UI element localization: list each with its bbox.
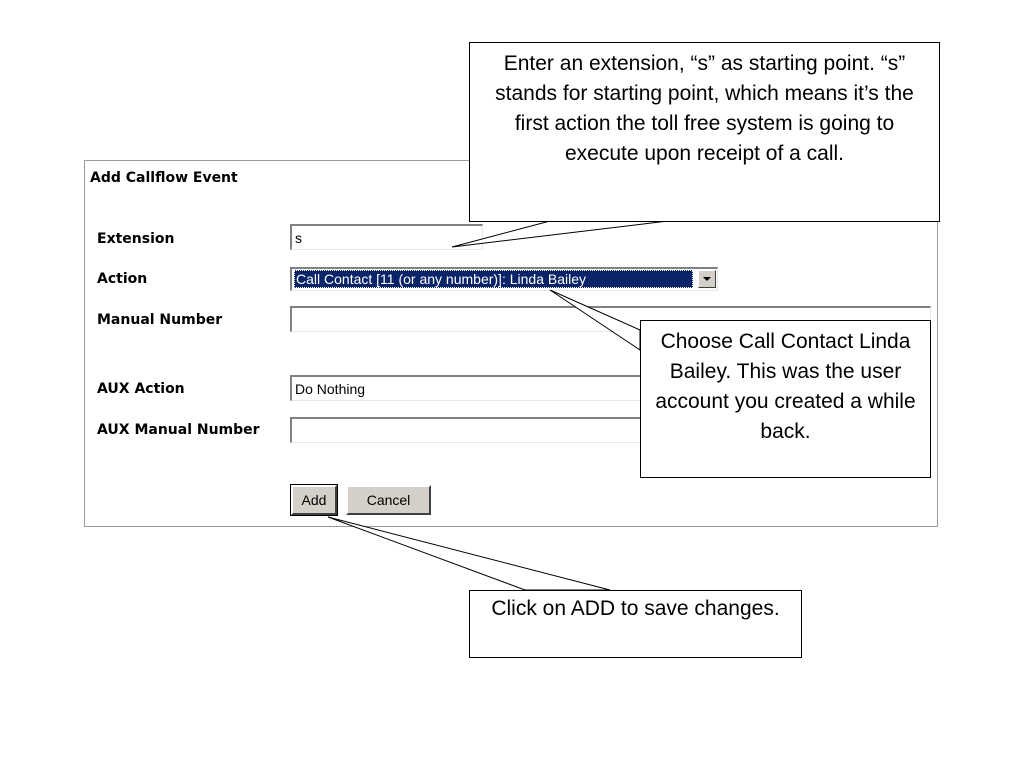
- extension-input[interactable]: s: [290, 224, 483, 250]
- manual-number-label: Manual Number: [97, 312, 223, 328]
- action-select-value: Call Contact [11 (or any number)]: Linda…: [294, 270, 693, 288]
- aux-action-label: AUX Action: [97, 381, 185, 397]
- add-button[interactable]: Add: [290, 484, 338, 516]
- add-callout: Click on ADD to save changes.: [469, 590, 802, 658]
- action-callout: Choose Call Contact Linda Bailey. This w…: [640, 320, 931, 478]
- extension-label: Extension: [97, 231, 175, 247]
- action-label: Action: [97, 271, 148, 287]
- cancel-button[interactable]: Cancel: [346, 485, 431, 515]
- action-select[interactable]: Call Contact [11 (or any number)]: Linda…: [290, 267, 718, 291]
- aux-manual-number-label: AUX Manual Number: [97, 422, 260, 438]
- extension-callout: Enter an extension, “s” as starting poin…: [469, 42, 940, 222]
- add-callout-pointer: [327, 516, 611, 591]
- chevron-down-icon[interactable]: [698, 270, 716, 288]
- aux-action-select[interactable]: Do Nothing: [290, 375, 650, 401]
- aux-manual-number-input[interactable]: [290, 417, 650, 443]
- panel-title: Add Callflow Event: [90, 170, 238, 186]
